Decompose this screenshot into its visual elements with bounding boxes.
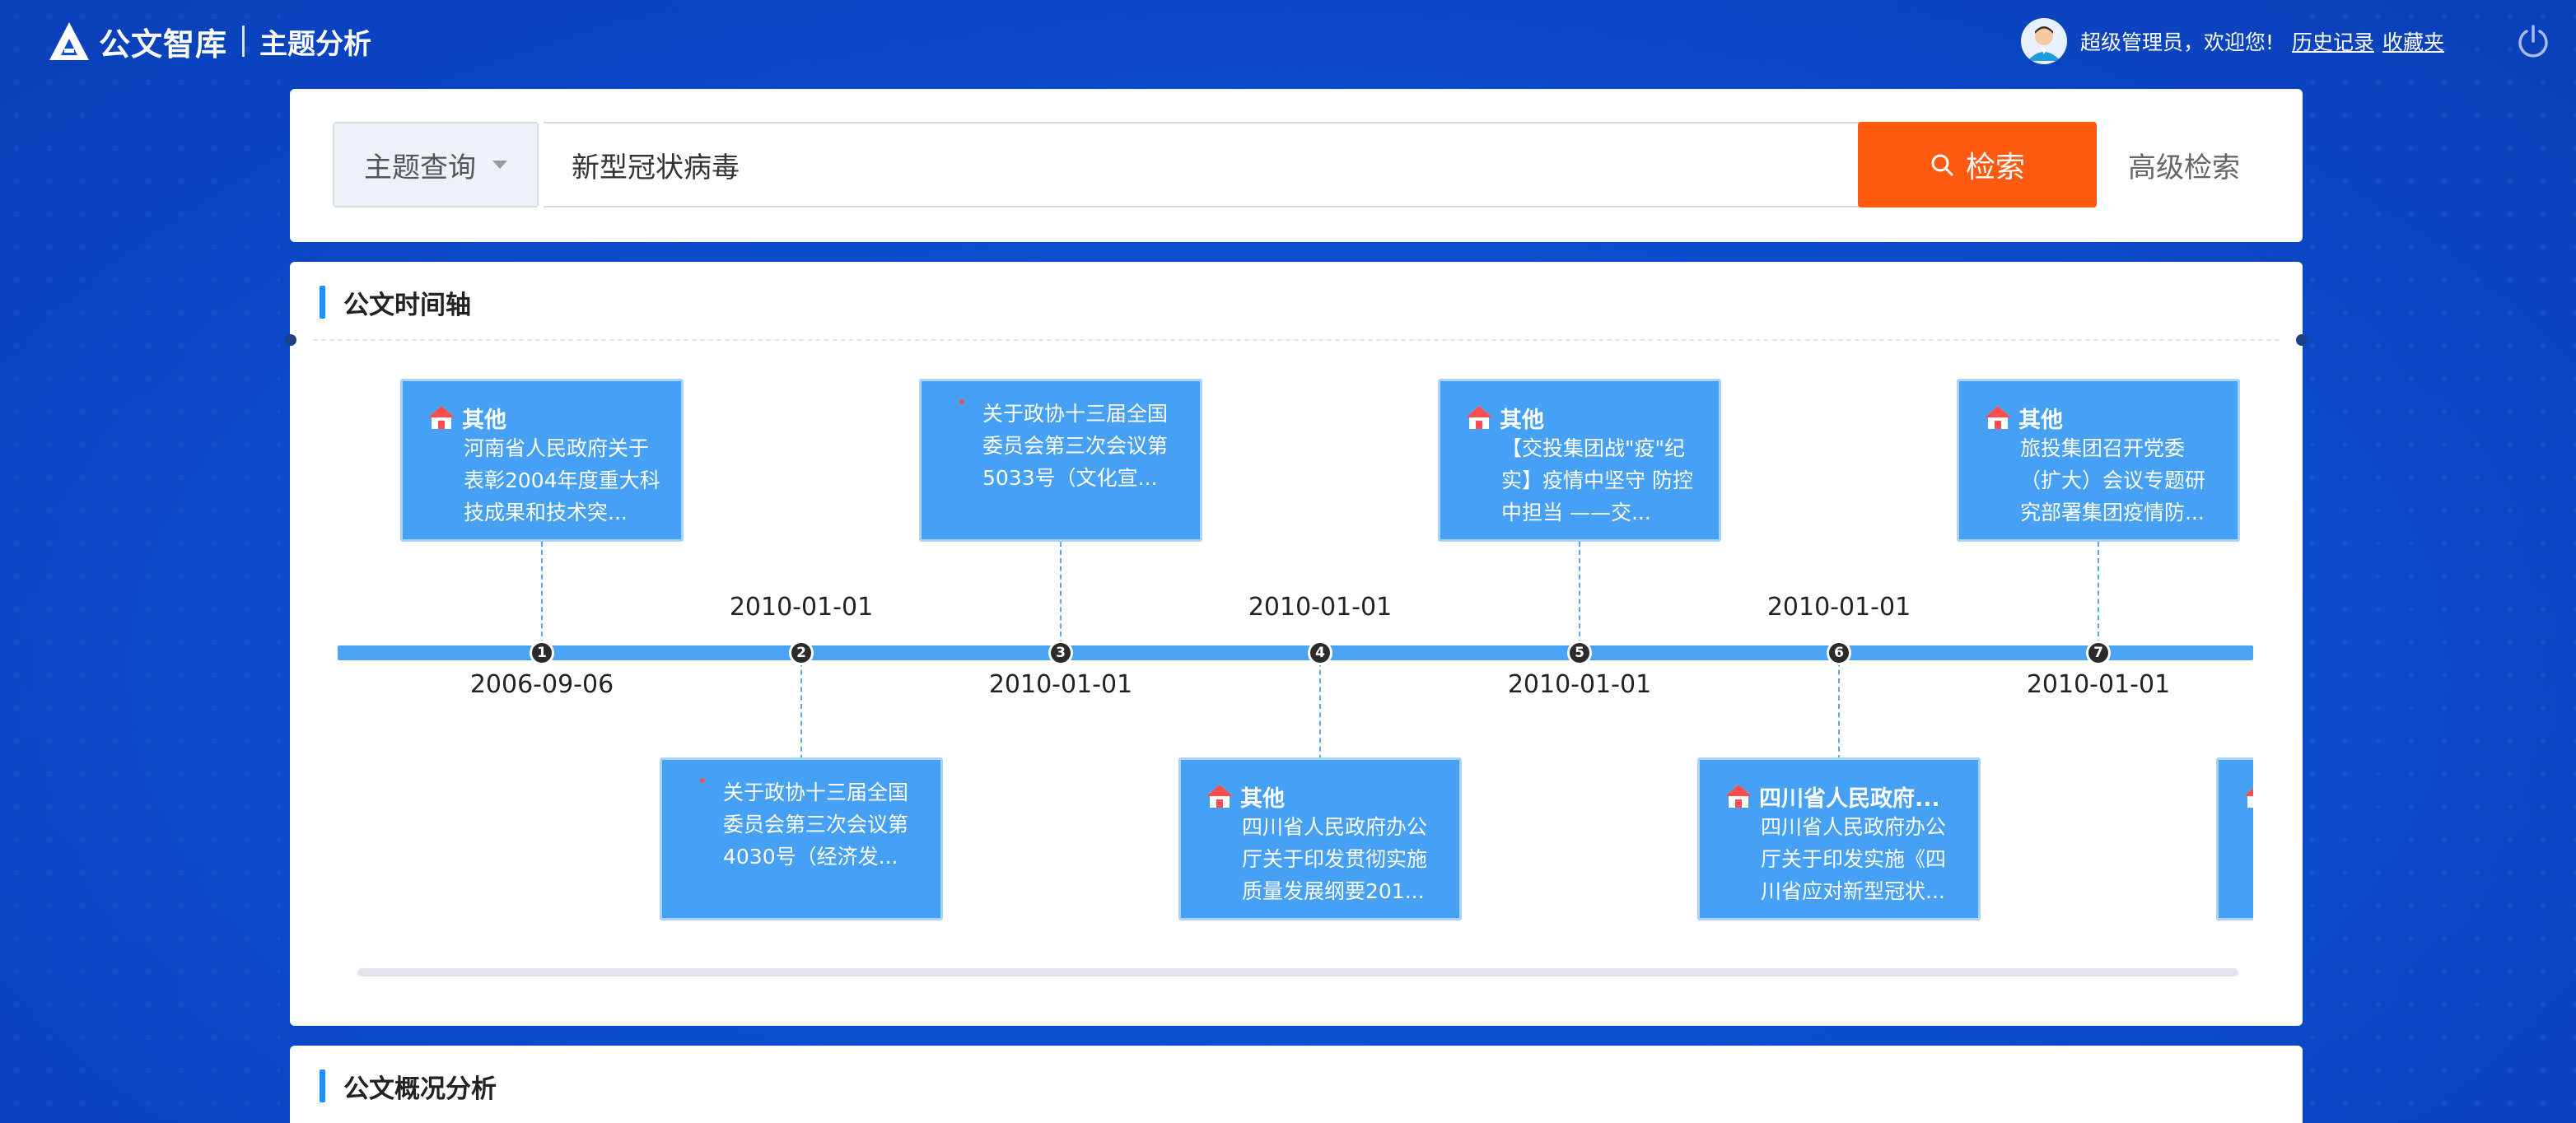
timeline-card-category: 其他 xyxy=(427,403,665,432)
unread-dot xyxy=(959,399,964,404)
timeline-date: 2010-01-01 xyxy=(1766,593,1911,622)
timeline-card-category: 其他 xyxy=(1206,781,1443,811)
timeline-date: 2006-09-06 xyxy=(469,670,614,699)
timeline-card-category xyxy=(2243,781,2253,811)
timeline-connector xyxy=(1060,542,1062,653)
timeline-document-card[interactable]: 其他旅投集团召开党委（扩大）会议专题研究部署集团疫情防... xyxy=(1957,379,2240,542)
timeline-connector xyxy=(1838,653,1840,760)
timeline-connector xyxy=(541,542,543,653)
category-label: 其他 xyxy=(1500,407,1544,433)
category-label: 其他 xyxy=(1240,785,1285,812)
timeline-card-text: 关于政协十三届全国委员会第三次会议第4030号（经济发... xyxy=(723,781,909,869)
background-decoration xyxy=(0,0,280,1123)
advanced-search-link[interactable]: 高级检索 xyxy=(2128,151,2240,184)
timeline-card-text: 关于政协十三届全国委员会第三次会议第5033号（文化宣... xyxy=(982,402,1169,490)
timeline-connector xyxy=(2098,542,2099,653)
house-icon xyxy=(1206,785,1233,808)
avatar-icon xyxy=(2020,18,2067,64)
timeline-card-text: 四川省人民政府办公厅关于印发实施《四川省应对新型冠状... xyxy=(1761,815,1947,903)
timeline-node[interactable]: 6 xyxy=(1827,641,1851,665)
logo-icon xyxy=(49,22,89,60)
search-type-select[interactable]: 主题查询 xyxy=(333,122,539,207)
timeline-track xyxy=(338,645,2253,660)
timeline-date: 2010-01-01 xyxy=(1248,593,1393,622)
divider xyxy=(313,339,2280,341)
timeline-card-category: 其他 xyxy=(1465,403,1702,432)
logo-text: 公文智库 xyxy=(99,26,228,63)
timeline-card-text: 河南省人民政府关于表彰2004年度重大科技成果和技术突... xyxy=(464,436,660,524)
timeline-date: 2010-01-01 xyxy=(2026,670,2171,699)
house-icon xyxy=(2244,788,2253,808)
timeline-node[interactable]: 7 xyxy=(2086,641,2111,665)
category-label: 四川省人民政府... xyxy=(1759,785,1940,812)
house-icon xyxy=(1985,406,2011,429)
divider-dot xyxy=(2296,334,2308,346)
timeline-node[interactable]: 1 xyxy=(530,641,554,665)
favorites-link[interactable]: 收藏夹 xyxy=(2382,30,2444,54)
house-icon xyxy=(1725,785,1752,808)
user-greeting: 超级管理员，欢迎您! xyxy=(2079,30,2274,54)
timeline-connector xyxy=(1319,653,1321,760)
search-panel: 主题查询 检索 高级检索 xyxy=(290,89,2303,242)
search-type-label: 主题查询 xyxy=(364,151,476,184)
timeline-document-card[interactable]: 关于政协十三届全国委员会第三次会议第4030号（经济发... xyxy=(660,757,943,920)
search-button[interactable]: 检索 xyxy=(1858,122,2097,207)
caret-down-icon xyxy=(492,161,507,169)
avatar[interactable] xyxy=(2020,18,2067,64)
timeline-node[interactable]: 2 xyxy=(789,641,814,665)
timeline-date: 2010-01-01 xyxy=(729,593,874,622)
unread-dot xyxy=(700,778,705,783)
timeline-card-text: 四川省人民政府办公厅关于印发贯彻实施质量发展纲要201... xyxy=(1242,815,1428,903)
timeline-date: 2010-01-01 xyxy=(988,670,1133,699)
house-icon xyxy=(1466,406,1492,429)
timeline-card-category: 四川省人民政府... xyxy=(1724,781,1962,811)
timeline-document-card[interactable]: 关于政协十三届全国委员会第三次会议第5033号（文化宣... xyxy=(919,379,1202,542)
timeline-card-text: 旅投集团召开党委（扩大）会议专题研究部署集团疫情防... xyxy=(2020,436,2206,524)
house-icon xyxy=(428,406,455,429)
category-label: 其他 xyxy=(462,407,506,433)
top-header: 公文智库 主题分析 超级管理员，欢迎您! 历史记录 收藏夹 xyxy=(0,0,2576,86)
search-input[interactable] xyxy=(544,122,1863,207)
search-icon xyxy=(1931,154,1953,176)
timeline-document-card[interactable] xyxy=(2216,757,2253,920)
power-icon[interactable] xyxy=(2515,23,2551,59)
divider-dot xyxy=(285,334,296,346)
search-button-label: 检索 xyxy=(1965,151,2025,184)
timeline-connector xyxy=(800,653,802,760)
timeline-document-card[interactable]: 其他【交投集团战"疫"纪实】疫情中坚守 防控中担当 ——交... xyxy=(1438,379,1721,542)
timeline-connector xyxy=(1579,542,1580,653)
overview-title: 公文概况分析 xyxy=(320,1069,497,1104)
timeline-document-card[interactable]: 其他河南省人民政府关于表彰2004年度重大科技成果和技术突... xyxy=(400,379,684,542)
timeline-title: 公文时间轴 xyxy=(320,285,471,320)
page-subtitle: 主题分析 xyxy=(259,27,372,61)
timeline-node[interactable]: 4 xyxy=(1308,641,1332,665)
category-label: 其他 xyxy=(2018,407,2063,433)
history-link[interactable]: 历史记录 xyxy=(2291,30,2374,54)
user-area: 超级管理员，欢迎您! 历史记录 收藏夹 xyxy=(2020,16,2452,66)
app-logo[interactable]: 公文智库 主题分析 xyxy=(48,18,371,64)
overview-card: 公文概况分析 xyxy=(290,1046,2303,1123)
timeline-card-category: 其他 xyxy=(1984,403,2221,432)
background-decoration xyxy=(2296,0,2576,1123)
logo-divider xyxy=(242,26,245,57)
timeline-scrollbar[interactable] xyxy=(357,968,2238,976)
timeline-node[interactable]: 3 xyxy=(1048,641,1073,665)
timeline-card-text: 【交投集团战"疫"纪实】疫情中坚守 防控中担当 ——交... xyxy=(1501,436,1693,524)
timeline-document-card[interactable]: 其他四川省人民政府办公厅关于印发贯彻实施质量发展纲要201... xyxy=(1178,757,1462,920)
timeline-date: 2010-01-01 xyxy=(1507,670,1652,699)
timeline-document-card[interactable]: 四川省人民政府... 四川省人民政府办公厅关于印发实施《四川省应对新型冠状... xyxy=(1697,757,1981,920)
timeline-node[interactable]: 5 xyxy=(1567,641,1592,665)
